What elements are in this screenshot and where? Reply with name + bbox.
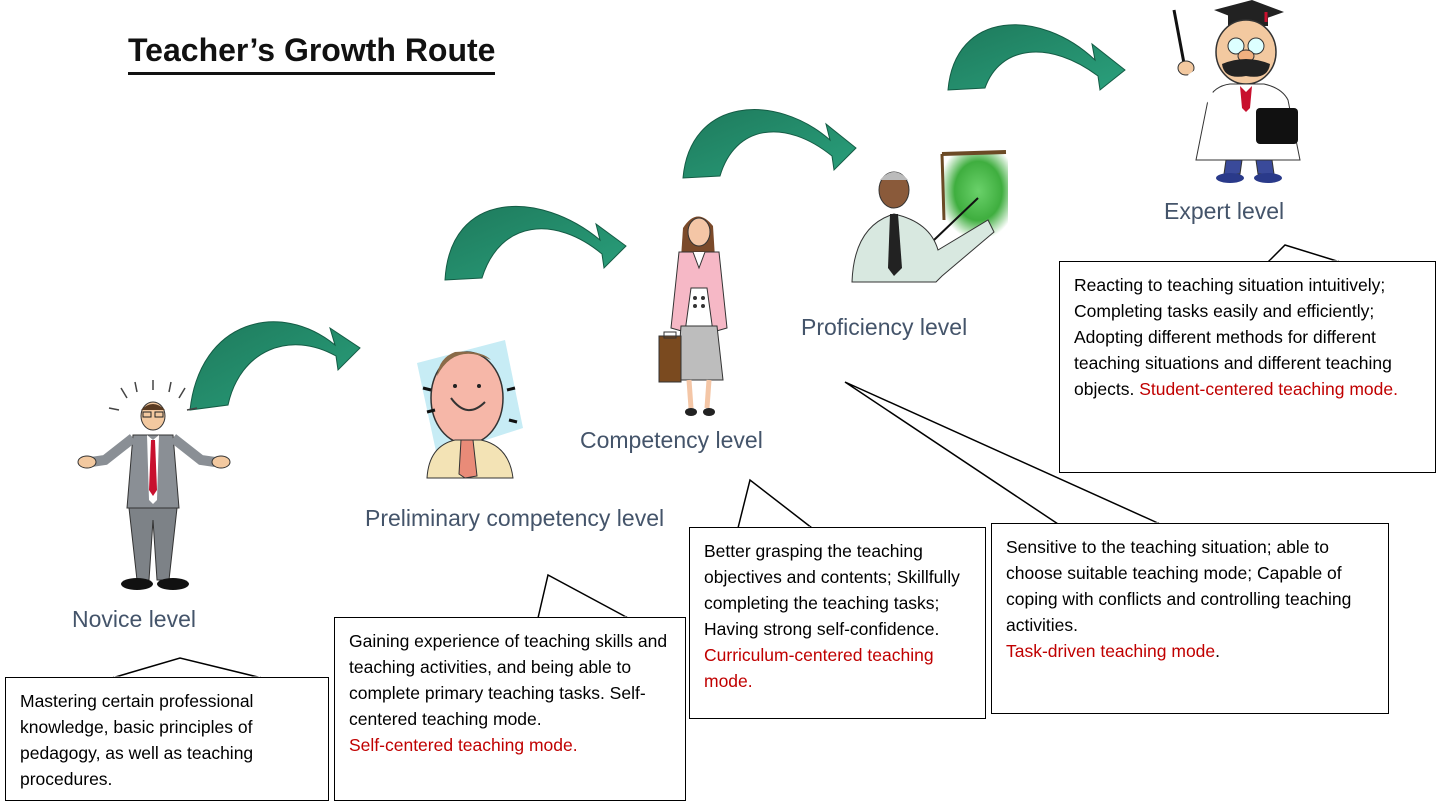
competency-teacher-icon (658, 216, 728, 416)
teaching-mode-text: Student-centered teaching mode. (1139, 379, 1398, 399)
description-text: Gaining experience of teaching skills an… (349, 631, 668, 729)
callout-tail (1266, 244, 1341, 263)
curved-arrow-icon (189, 321, 361, 411)
diagram-title: Teacher’s Growth Route (128, 30, 496, 75)
teaching-mode-text: Curriculum-centered teaching mode. (704, 645, 934, 691)
preliminary-teacher-icon (417, 340, 523, 479)
proficiency-teacher-icon (851, 150, 1008, 283)
description-box-competency: Better grasping the teaching objectives … (689, 527, 986, 719)
callout-tail (537, 573, 629, 619)
expert-teacher-icon (1172, 0, 1301, 183)
level-label-novice: Novice level (72, 606, 196, 632)
description-text: Better grasping the teaching objectives … (704, 541, 960, 639)
description-text: Mastering certain professional knowledge… (20, 691, 254, 789)
sentence-end: . (1215, 641, 1221, 661)
description-box-preliminary: Gaining experience of teaching skills an… (334, 617, 686, 801)
curved-arrow-icon (682, 109, 857, 179)
description-text: Sensitive to the teaching situation; abl… (1006, 537, 1352, 635)
callout-tail (111, 657, 263, 679)
curved-arrow-icon (444, 205, 627, 281)
level-label-proficiency: Proficiency level (801, 314, 968, 340)
description-box-novice: Mastering certain professional knowledge… (5, 677, 329, 801)
description-box-expert: Reacting to teaching situation intuitive… (1059, 261, 1436, 473)
novice-teacher-icon (77, 380, 231, 590)
teaching-mode-text: Task-driven teaching mode (1006, 641, 1216, 661)
curved-arrow-icon (947, 24, 1126, 91)
level-label-preliminary: Preliminary competency level (365, 505, 665, 531)
callout-tail (737, 478, 815, 529)
description-box-proficiency: Sensitive to the teaching situation; abl… (991, 523, 1389, 714)
description-text: Reacting to teaching situation intuitive… (1074, 275, 1392, 399)
teaching-mode-text: Self-centered teaching mode. (349, 735, 578, 755)
level-label-competency: Competency level (580, 427, 763, 453)
level-label-expert: Expert level (1164, 198, 1285, 224)
